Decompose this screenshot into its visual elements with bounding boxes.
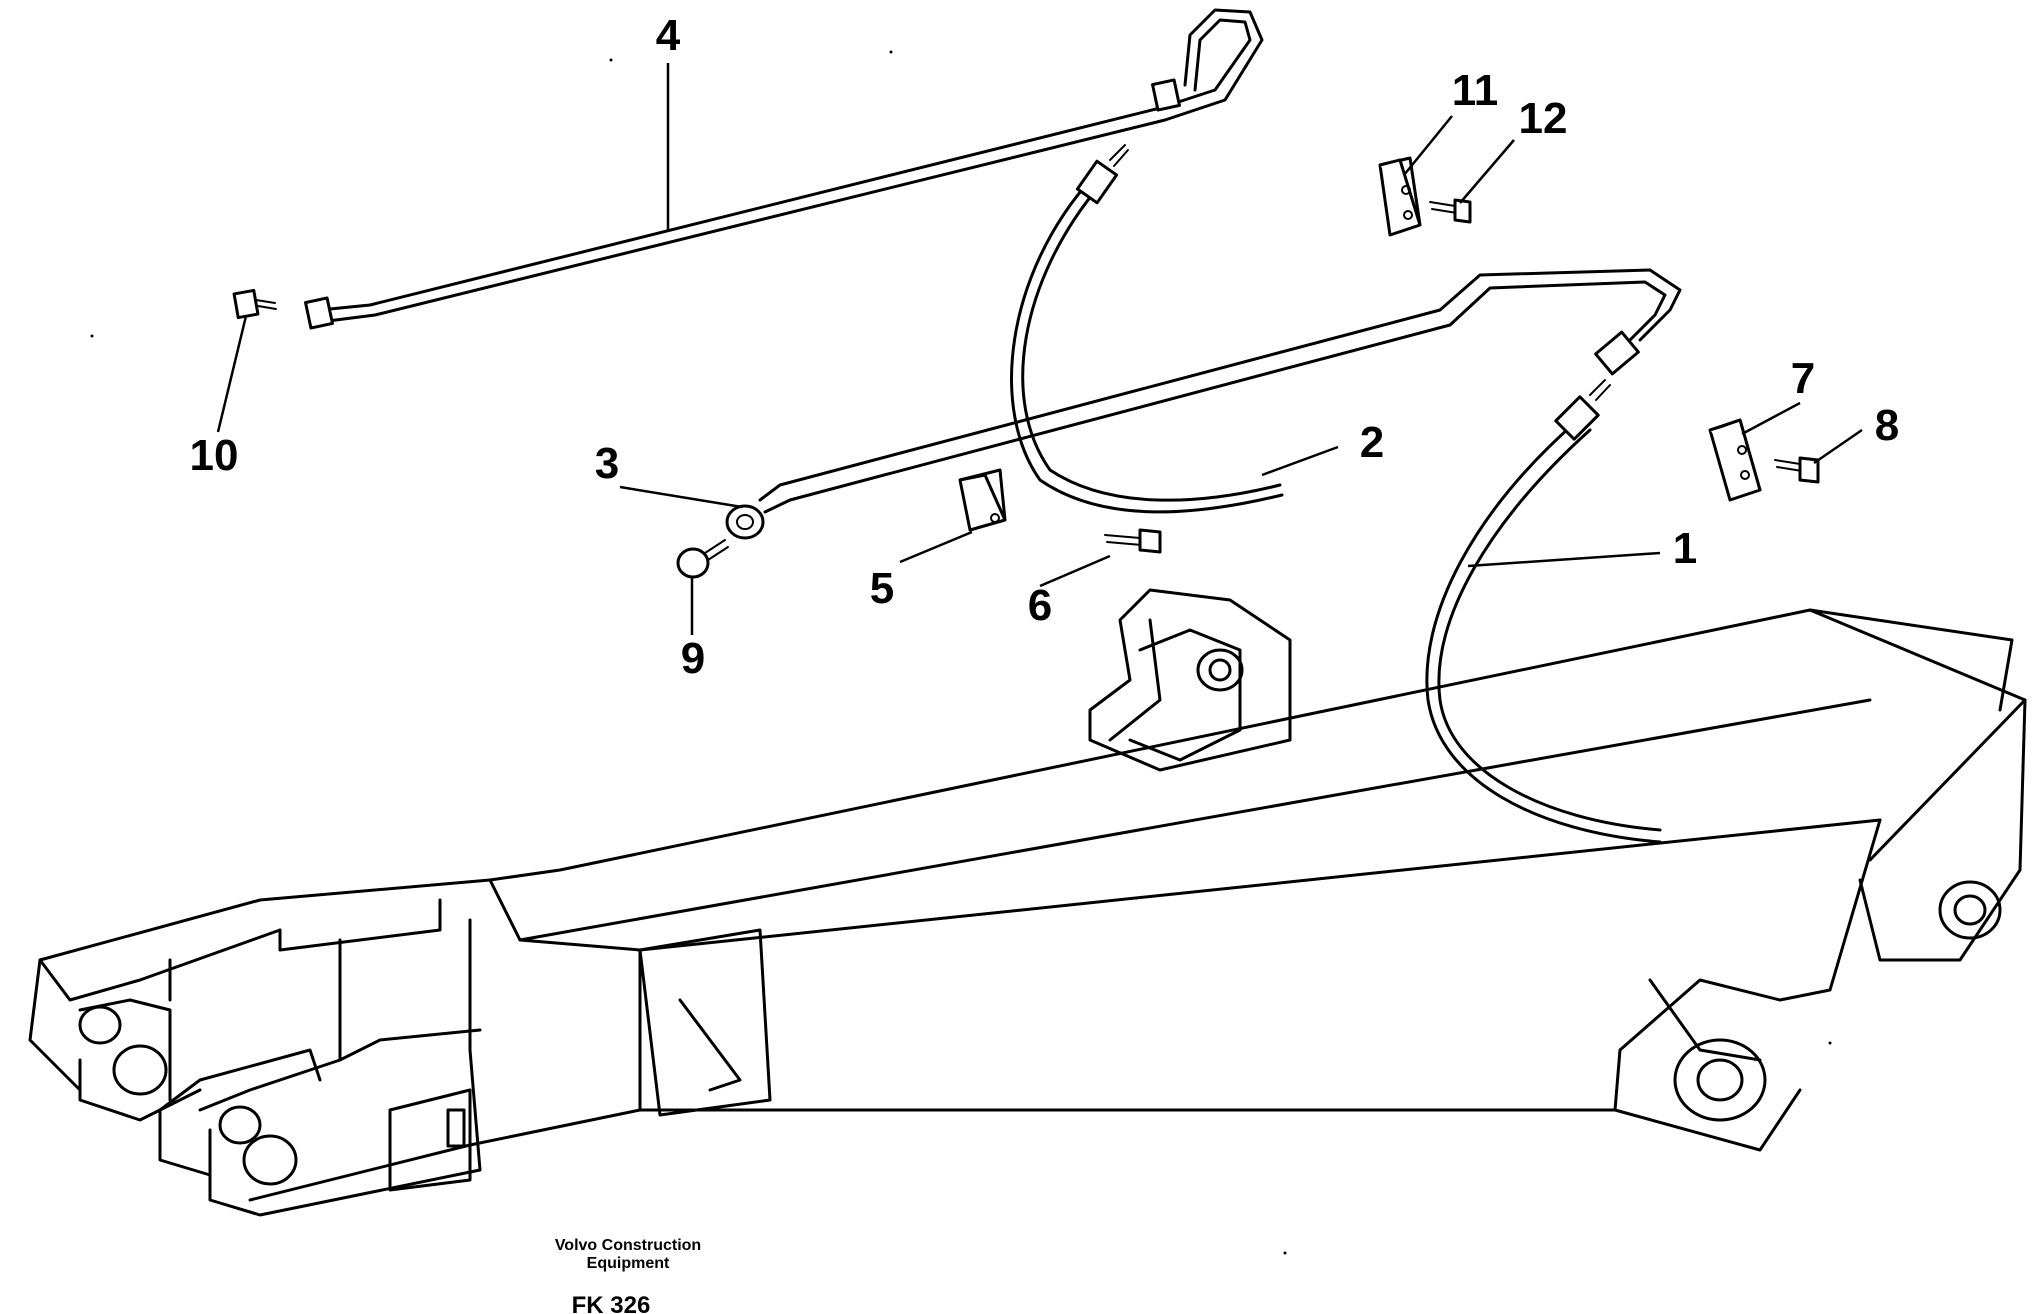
- company-line-2: Equipment: [587, 1255, 670, 1272]
- callout-11: 11: [1452, 66, 1499, 115]
- callout-12: 12: [1519, 94, 1568, 143]
- fitting-10: [232, 288, 277, 320]
- callout-3: 3: [595, 439, 619, 488]
- callout-2: 2: [1360, 418, 1384, 467]
- callout-1: 1: [1673, 524, 1697, 573]
- callout-6: 6: [1028, 581, 1052, 630]
- plug-9: [676, 539, 729, 579]
- scan-specks: [90, 50, 1832, 1255]
- hose-2: [1010, 144, 1284, 514]
- callout-10: 10: [190, 431, 239, 480]
- hose-1: [1425, 379, 1662, 844]
- bolt-8: [1774, 456, 1820, 484]
- excavator-arm: [28, 588, 2027, 1217]
- company-line-1: Volvo Construction: [555, 1237, 701, 1254]
- callout-4: 4: [656, 11, 681, 60]
- figure-footer: Volvo Construction Equipment FK 326: [555, 1237, 701, 1314]
- clamp-11: [1378, 156, 1422, 237]
- callout-labels: 4 11 12 10 3 2 7 8 1 5 6 9: [190, 11, 1900, 683]
- bolt-6: [1104, 528, 1162, 554]
- callout-9: 9: [681, 634, 705, 683]
- clamp-5: [958, 468, 1007, 532]
- callout-5: 5: [870, 564, 894, 613]
- clamp-7: [1708, 418, 1762, 502]
- pipe-3: [758, 268, 1682, 514]
- fitting-3-nut: [725, 504, 765, 540]
- callout-7: 7: [1791, 354, 1815, 403]
- bolt-12: [1429, 198, 1472, 224]
- leader-lines: [216, 63, 1863, 635]
- pipe-4: [304, 8, 1264, 330]
- figure-code: FK 326: [572, 1292, 651, 1314]
- callout-8: 8: [1875, 401, 1899, 450]
